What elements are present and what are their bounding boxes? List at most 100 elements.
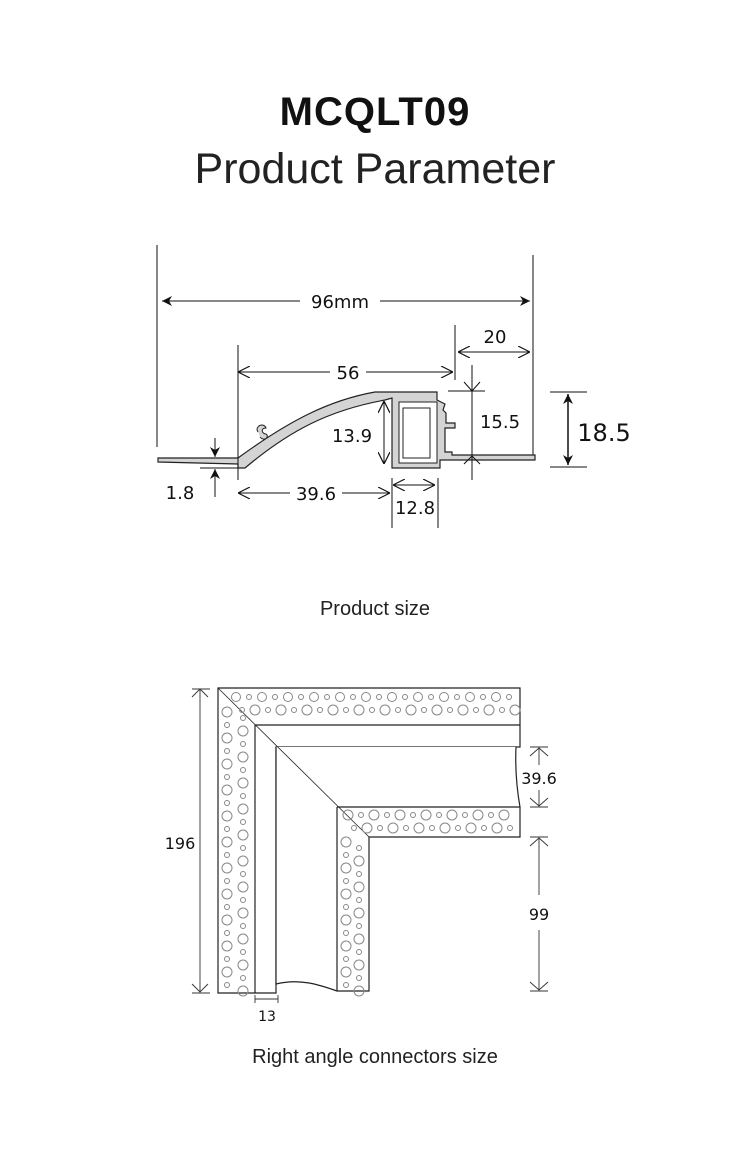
pattern-dot [413, 692, 423, 702]
pattern-dot [353, 985, 365, 997]
pattern-dot [455, 825, 461, 831]
pattern-dot [465, 692, 475, 702]
pattern-dot [224, 852, 230, 858]
pattern-dot [221, 914, 233, 926]
pattern-dot [240, 845, 246, 851]
pattern-dot [387, 822, 399, 834]
pattern-dot [224, 982, 230, 988]
pattern-dot [356, 949, 362, 955]
profile-section [157, 391, 536, 469]
pattern-dot [342, 809, 354, 821]
pattern-dot [377, 825, 383, 831]
product-model-title: MCQLT09 [279, 90, 471, 134]
pattern-dot [499, 707, 505, 713]
pattern-dot [353, 933, 365, 945]
pattern-dot [343, 982, 349, 988]
pattern-dot [237, 777, 249, 789]
pattern-dot [480, 694, 486, 700]
inner-l-shape [336, 806, 520, 991]
label-connector-height: 196 [165, 834, 196, 853]
pattern-dot [237, 959, 249, 971]
profile-drawing [156, 245, 587, 528]
pattern-dot [224, 826, 230, 832]
pattern-dot [343, 878, 349, 884]
dim-ticks-39-6 [529, 746, 549, 808]
dim-ticks-196 [191, 688, 210, 994]
pattern-dot [224, 722, 230, 728]
pattern-dot [231, 692, 241, 702]
pattern-dot [221, 732, 233, 744]
pattern-dot [221, 784, 233, 796]
pattern-dot [240, 975, 246, 981]
pattern-dot [221, 706, 233, 718]
pattern-dot [340, 888, 352, 900]
pattern-dot [240, 897, 246, 903]
pattern-dot [446, 809, 458, 821]
pattern-dot [356, 897, 362, 903]
label-total-height: 18.5 [577, 419, 630, 447]
pattern-dot [473, 707, 479, 713]
label-inner-height: 15.5 [480, 412, 520, 433]
pattern-dot [221, 836, 233, 848]
pattern-dot [240, 871, 246, 877]
pattern-dot [298, 694, 304, 700]
pattern-dot [275, 704, 287, 716]
pattern-dot [301, 704, 313, 716]
pattern-dot [361, 692, 371, 702]
opening-shape [275, 746, 521, 992]
connector-dimension-labels: 196 39.6 99 13 [165, 769, 557, 1025]
pattern-dot [335, 692, 345, 702]
pattern-dot [356, 923, 362, 929]
pattern-dot [340, 836, 352, 848]
pattern-dot [343, 956, 349, 962]
pattern-dot [221, 888, 233, 900]
pattern-dot [240, 819, 246, 825]
pattern-dot [343, 930, 349, 936]
label-thickness: 1.8 [166, 483, 195, 504]
pattern-dot [429, 825, 435, 831]
pattern-dot [309, 692, 319, 702]
label-connector-strip: 13 [258, 1009, 276, 1025]
pattern-dot [257, 692, 267, 702]
pattern-dot [488, 812, 494, 818]
connector-drawing [191, 687, 549, 1003]
pattern-dot [353, 704, 365, 716]
pattern-dot [353, 907, 365, 919]
label-right-flange: 20 [484, 327, 507, 348]
pattern-dot [353, 881, 365, 893]
pattern-dot [481, 825, 487, 831]
pattern-dot [413, 822, 425, 834]
pattern-dot [465, 822, 477, 834]
pattern-dot [431, 704, 443, 716]
pattern-dot [356, 871, 362, 877]
label-total-width: 96mm [311, 292, 369, 313]
pattern-dot [239, 707, 245, 713]
pattern-dot [506, 694, 512, 700]
pattern-dot [356, 845, 362, 851]
pattern-dot [291, 707, 297, 713]
pattern-dot [237, 829, 249, 841]
pattern-dot [340, 966, 352, 978]
pattern-dot [224, 748, 230, 754]
pattern-dot [240, 923, 246, 929]
label-channel-width: 12.8 [395, 498, 435, 519]
label-connector-leg: 99 [529, 905, 549, 924]
pattern-dot [240, 715, 246, 721]
pattern-dot [240, 793, 246, 799]
pattern-dot [240, 767, 246, 773]
pattern-dot [221, 810, 233, 822]
pattern-dot [237, 907, 249, 919]
dim-ticks-13 [254, 995, 279, 1003]
pattern-dot [384, 812, 390, 818]
pattern-dot [237, 751, 249, 763]
pattern-dot [221, 758, 233, 770]
pattern-dot [356, 975, 362, 981]
pattern-dot [246, 694, 252, 700]
pattern-dot [327, 704, 339, 716]
pattern-dot [221, 862, 233, 874]
pattern-dot [353, 959, 365, 971]
page-subtitle: Product Parameter [194, 145, 556, 193]
pattern-dot [368, 809, 380, 821]
pattern-dot [358, 812, 364, 818]
